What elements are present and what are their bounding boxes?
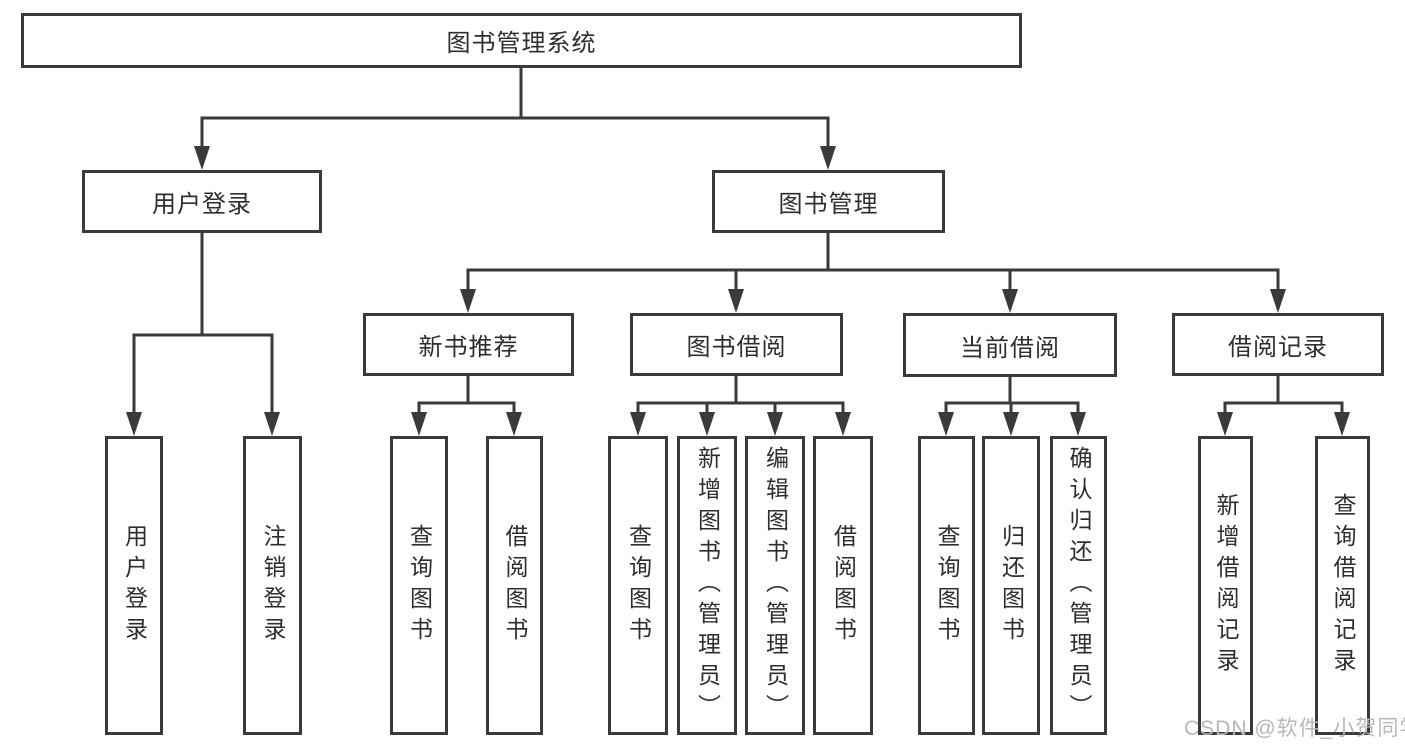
node-leaf-current-return-books: 归还图书: [982, 436, 1040, 735]
node-leaf-record-add: 新增借阅记录: [1198, 436, 1253, 735]
node-leaf-borrow-query-books: 查询图书: [608, 436, 668, 735]
node-leaf-current-confirm-return-admin: 确认归还（管理员）: [1050, 436, 1107, 735]
node-leaf-borrow-borrow-books: 借阅图书: [813, 436, 873, 735]
node-book-borrow: 图书借阅: [630, 313, 843, 376]
node-root: 图书管理系统: [21, 13, 1022, 68]
leaf-label: 编辑图书（管理员）: [762, 446, 789, 725]
leaf-label: 查询图书: [625, 523, 652, 648]
node-new-book-recommend: 新书推荐: [363, 313, 574, 376]
leaf-label: 确认归还（管理员）: [1066, 446, 1092, 725]
node-leaf-recommend-borrow-books: 借阅图书: [486, 436, 543, 735]
leaf-label: 查询借阅记录: [1330, 492, 1356, 679]
node-leaf-recommend-query-books: 查询图书: [390, 436, 448, 735]
node-current-borrow: 当前借阅: [903, 313, 1117, 377]
leaf-label: 用户登录: [121, 523, 148, 648]
node-leaf-record-query: 查询借阅记录: [1315, 436, 1370, 735]
leaf-label: 新增借阅记录: [1213, 492, 1239, 679]
node-borrow-records: 借阅记录: [1172, 313, 1384, 376]
leaf-label: 借阅图书: [502, 523, 528, 648]
node-book-management: 图书管理: [712, 170, 945, 233]
leaf-label: 注销登录: [260, 523, 286, 648]
node-leaf-current-query-books: 查询图书: [918, 436, 975, 735]
watermark: CSDN @软件_小贺同学: [1184, 717, 1405, 740]
node-user-login: 用户登录: [82, 170, 322, 233]
leaf-label: 查询图书: [406, 523, 433, 648]
leaf-label: 新增图书（管理员）: [694, 446, 721, 725]
node-leaf-logout: 注销登录: [243, 436, 302, 735]
node-leaf-borrow-edit-books-admin: 编辑图书（管理员）: [745, 436, 805, 735]
leaf-label: 查询图书: [934, 523, 960, 648]
node-leaf-user-login: 用户登录: [105, 436, 163, 735]
node-leaf-borrow-add-books-admin: 新增图书（管理员）: [677, 436, 737, 735]
leaf-label: 归还图书: [998, 523, 1025, 648]
leaf-label: 借阅图书: [830, 523, 857, 648]
